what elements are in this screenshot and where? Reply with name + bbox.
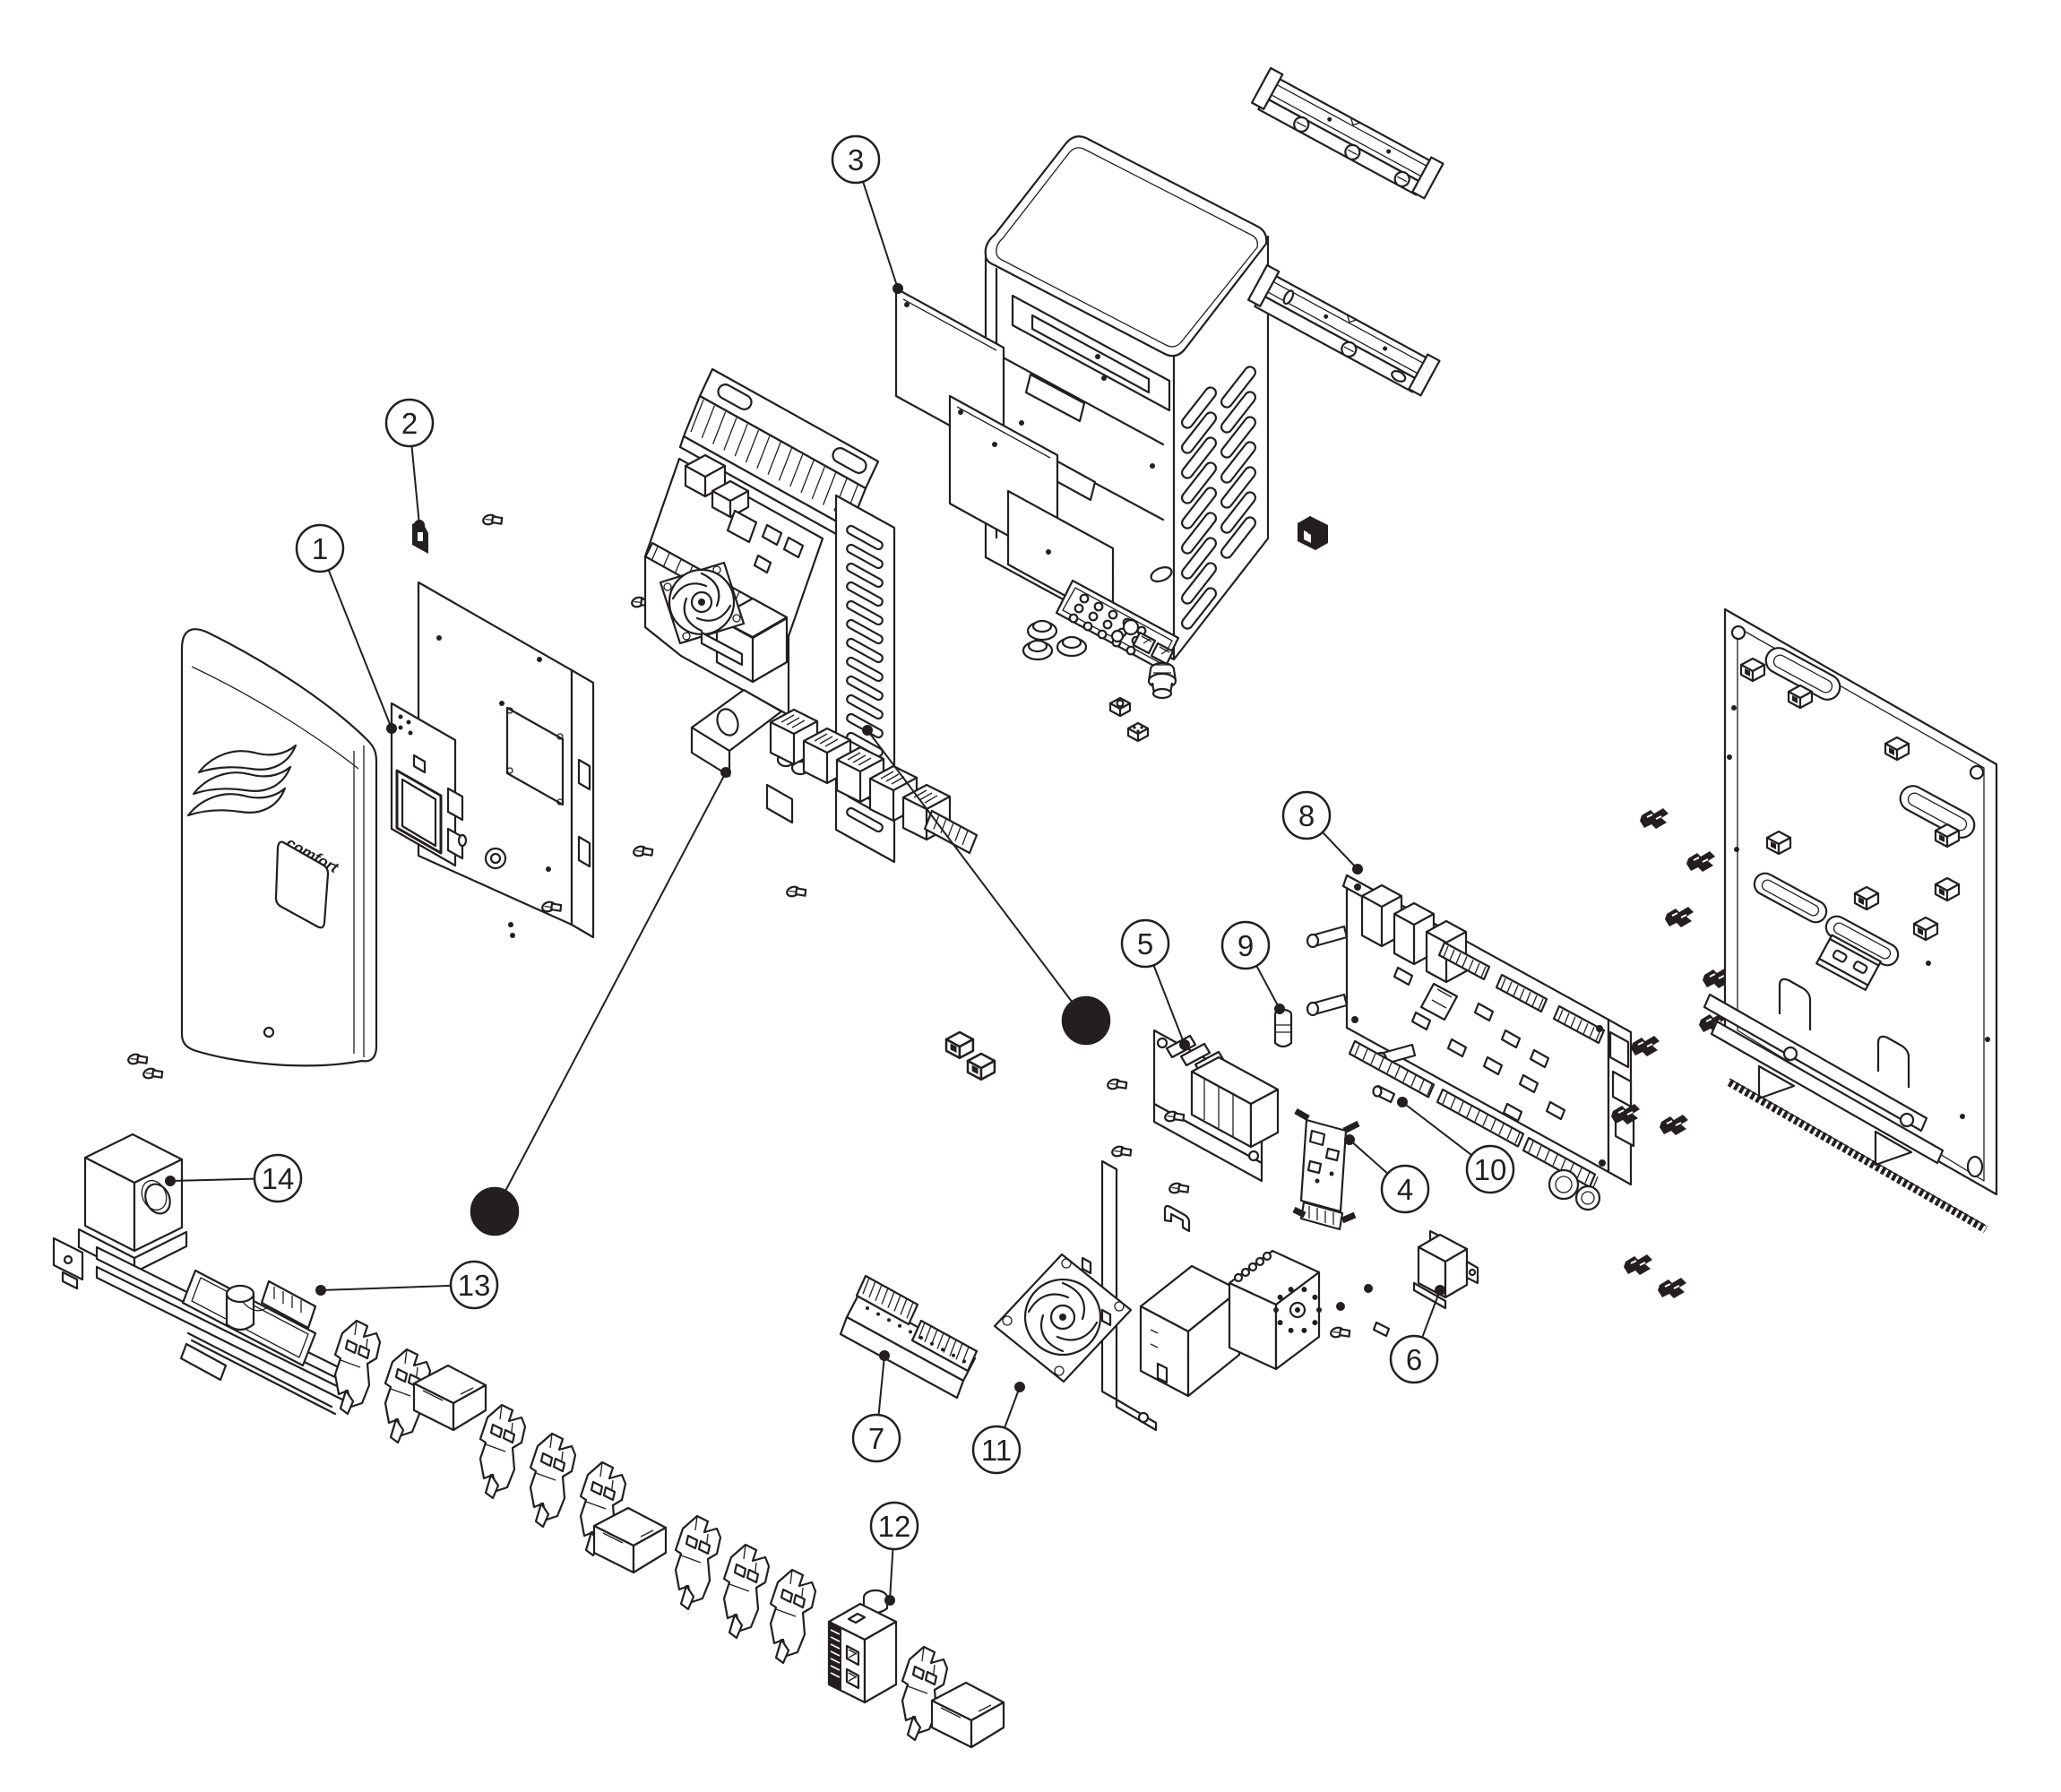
callout-13: 13 — [315, 1260, 499, 1310]
mounting-bracket — [1246, 263, 1441, 397]
svg-text:1: 1 — [312, 532, 328, 565]
callout-4: 4 — [1344, 1134, 1430, 1214]
callout-7: 7 — [851, 1350, 901, 1463]
svg-text:12: 12 — [878, 1510, 911, 1543]
u-clip — [1163, 1204, 1191, 1233]
grommets — [1022, 619, 1088, 661]
control-pcb — [1306, 874, 1635, 1211]
connector-board — [839, 1274, 979, 1400]
mounting-bracket — [1250, 66, 1444, 200]
contactor-board — [1152, 1029, 1280, 1183]
door-cutout — [505, 706, 565, 806]
back-panel — [1703, 607, 1998, 1233]
bus-rails — [95, 1245, 351, 1405]
cover-screw — [141, 1064, 166, 1084]
svg-text:14: 14 — [262, 1162, 295, 1195]
svg-text:2: 2 — [401, 407, 418, 440]
transformer — [1228, 1249, 1391, 1371]
svg-text:5: 5 — [1137, 927, 1153, 961]
cover-window — [274, 840, 330, 929]
keypad-membrane — [1055, 579, 1180, 672]
front-cover: comfort — [125, 628, 378, 1084]
callout-2: 2 — [384, 398, 435, 530]
panel-din-rail — [1815, 934, 1882, 991]
cable-gland — [1147, 661, 1177, 700]
cover-hole — [263, 1026, 275, 1038]
callout-11: 11 — [971, 1382, 1025, 1475]
svg-text:11: 11 — [981, 1434, 1012, 1467]
rocker-switch — [1297, 516, 1328, 550]
svg-text:4: 4 — [1397, 1173, 1413, 1206]
callout-14: 14 — [165, 1153, 303, 1203]
terminal-assembly — [690, 688, 979, 855]
enclosure — [984, 135, 1270, 661]
chip-screw — [480, 510, 505, 530]
fan-plate — [993, 1159, 1158, 1432]
callout-B: B — [862, 725, 1111, 1046]
svg-text:8: 8 — [1298, 799, 1315, 832]
door-screw — [631, 841, 656, 862]
heatsink-power-module — [643, 367, 896, 902]
svg-text:3: 3 — [848, 143, 864, 177]
callout-10: 10 — [1397, 1097, 1515, 1194]
small-pcb — [1292, 1107, 1360, 1231]
callout-6: 6 — [1389, 1285, 1445, 1384]
square-nuts — [1108, 696, 1150, 743]
pcb-relays — [1360, 883, 1468, 984]
door-hinge-tabs — [577, 758, 591, 868]
din-rail-assembly — [179, 1269, 337, 1416]
cover-screw — [125, 1049, 151, 1070]
marking-strip — [1727, 1079, 1988, 1233]
panel-bottom-bracket — [1703, 978, 1945, 1167]
display-board — [390, 702, 468, 867]
svg-text:B: B — [1075, 1004, 1097, 1038]
circuit-breaker — [827, 1589, 898, 1704]
svg-text:A: A — [484, 1195, 505, 1228]
fuse — [1273, 1008, 1293, 1048]
standoff-screw — [1372, 1084, 1396, 1104]
callout-9: 9 — [1220, 920, 1285, 1014]
callout-12: 12 — [869, 1501, 919, 1606]
panel-slots — [1753, 647, 1976, 967]
callout-8: 8 — [1281, 790, 1363, 874]
callout-1: 1 — [295, 523, 397, 734]
handle-slots — [717, 383, 867, 474]
callout-3: 3 — [831, 134, 903, 294]
power-supply — [1139, 1264, 1241, 1398]
svg-text:7: 7 — [868, 1422, 884, 1455]
callout-5: 5 — [1120, 918, 1190, 1050]
svg-text:10: 10 — [1474, 1153, 1507, 1186]
brand-waves-icon — [186, 744, 298, 817]
svg-text:13: 13 — [458, 1269, 491, 1302]
loose-screws — [944, 1030, 1192, 1233]
callout-A: A — [470, 767, 731, 1236]
memory-chip — [412, 510, 505, 554]
module-screw — [784, 882, 809, 902]
relay — [1412, 1229, 1479, 1310]
svg-text:6: 6 — [1406, 1343, 1422, 1376]
module-fan — [659, 561, 746, 667]
pcb-standoffs — [1306, 925, 1417, 1067]
svg-text:9: 9 — [1237, 929, 1254, 962]
